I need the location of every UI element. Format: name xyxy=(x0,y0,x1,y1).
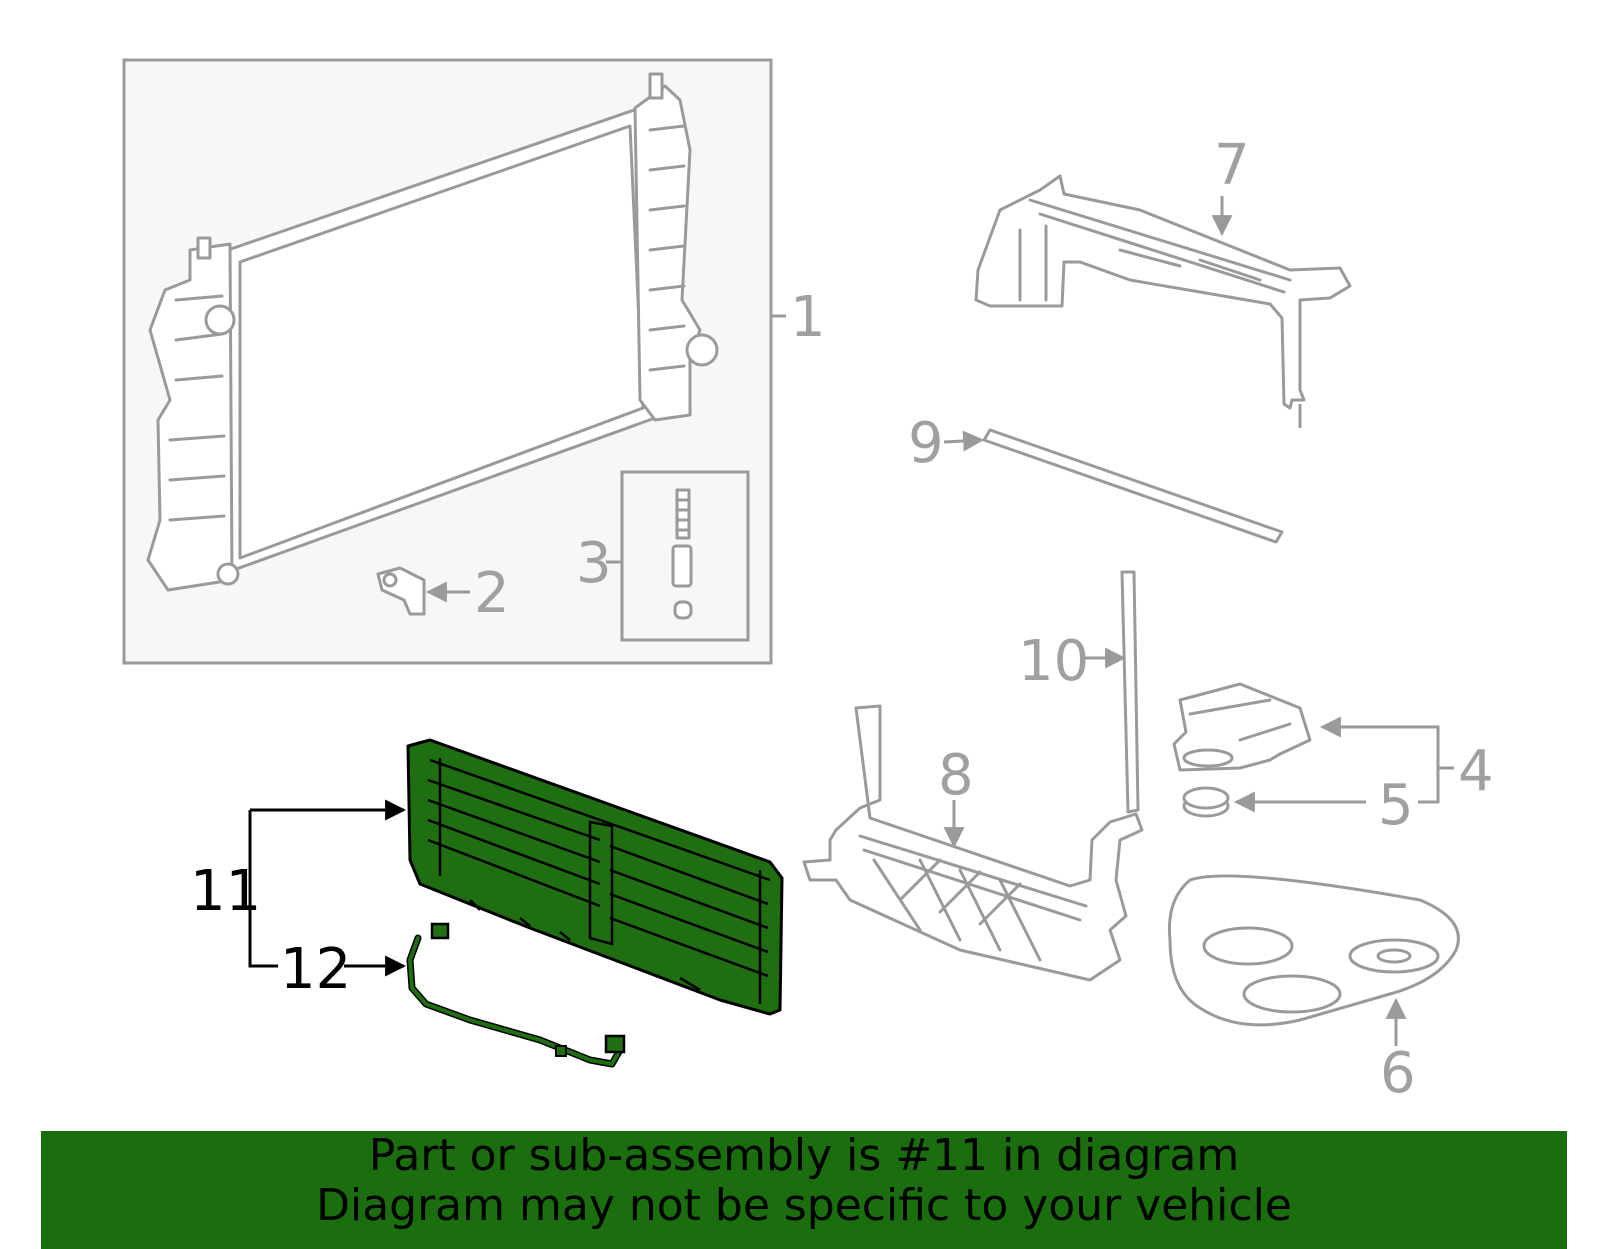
part-6-plate: 6 xyxy=(1167,874,1460,1106)
part-8-lower-tie-bar: 8 xyxy=(802,704,1144,982)
info-banner: Part or sub-assembly is #11 in diagram D… xyxy=(41,1131,1567,1249)
radiator-assembly-box: 1 2 3 xyxy=(122,58,826,665)
callout-7: 7 xyxy=(1214,133,1250,198)
callout-8: 8 xyxy=(938,743,974,808)
callout-group-11-12: 11 12 xyxy=(190,799,407,1002)
callout-3: 3 xyxy=(576,531,612,596)
part-7-upper-tie-bar: 7 xyxy=(974,133,1352,428)
callout-5: 5 xyxy=(1378,773,1414,838)
part-9-seal-strip: 9 xyxy=(908,411,1284,544)
callout-4: 4 xyxy=(1458,739,1494,804)
part-4-5-mounts: 4 5 xyxy=(1172,682,1494,838)
callout-12: 12 xyxy=(280,937,351,1002)
callout-2: 2 xyxy=(474,561,510,626)
callout-9: 9 xyxy=(908,411,944,476)
callout-1: 1 xyxy=(790,285,826,350)
banner-line-2: Diagram may not be specific to your vehi… xyxy=(316,1180,1292,1231)
banner-line-1: Part or sub-assembly is #11 in diagram xyxy=(368,1130,1240,1181)
part-10-vertical-seal: 10 xyxy=(1018,570,1140,814)
part-11-shutter-assembly xyxy=(406,738,784,1016)
callout-11: 11 xyxy=(190,859,261,924)
callout-6: 6 xyxy=(1380,1041,1416,1106)
callout-10: 10 xyxy=(1018,629,1089,694)
part-12-wiring-harness xyxy=(406,922,626,1068)
